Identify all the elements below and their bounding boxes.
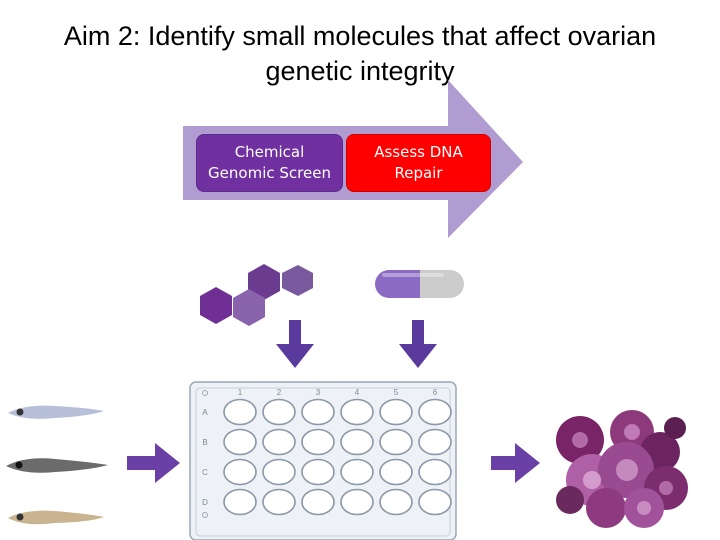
zebrafish-icon-tan	[8, 510, 104, 525]
plate-column-label: 1	[238, 388, 243, 397]
plate-well	[223, 428, 257, 456]
plate-row-label: B	[202, 438, 207, 447]
plate-well	[340, 428, 374, 456]
plate-well	[418, 458, 452, 486]
step2-line1: Assess DNA	[374, 143, 463, 161]
plate-column-label: 5	[394, 388, 399, 397]
right-arrow-icon-left	[127, 443, 180, 483]
plate-well	[262, 488, 296, 516]
plate-well	[223, 458, 257, 486]
down-arrow-icon-left	[276, 320, 314, 368]
zebrafish-icon-gray	[6, 458, 108, 473]
step1-line2: Genomic Screen	[208, 164, 331, 182]
plate-well	[379, 488, 413, 516]
plate-well	[262, 428, 296, 456]
assess-dna-repair-step: Assess DNA Repair	[346, 134, 491, 192]
plate-well	[223, 488, 257, 516]
plate-well	[340, 458, 374, 486]
step2-line2: Repair	[394, 164, 443, 182]
plate-well	[340, 488, 374, 516]
plate-column-label: 2	[277, 388, 282, 397]
plate-well	[301, 428, 335, 456]
plate-column-label: 6	[433, 388, 438, 397]
plate-well	[262, 398, 296, 426]
plate-well	[379, 398, 413, 426]
molecule-hexagons-icon	[200, 264, 313, 326]
zebrafish-icon-light	[8, 405, 104, 419]
plate-well	[418, 398, 452, 426]
plate-well	[301, 458, 335, 486]
chemical-genomic-screen-step: Chemical Genomic Screen	[196, 134, 343, 192]
plate-column-label: 3	[316, 388, 321, 397]
plate-well	[418, 428, 452, 456]
plate-row-label: A	[202, 408, 208, 417]
plate-well	[379, 428, 413, 456]
right-arrow-icon-right	[491, 443, 540, 483]
plate-well	[340, 398, 374, 426]
well-plate-icon: 1 2 3 4 5 6 A B C D	[189, 381, 457, 540]
plate-well	[301, 488, 335, 516]
pill-capsule-icon	[375, 270, 464, 298]
tumor-cells-icon	[556, 410, 688, 528]
plate-well	[262, 458, 296, 486]
down-arrow-icon-right	[399, 320, 437, 368]
plate-well	[418, 488, 452, 516]
plate-well	[223, 398, 257, 426]
step1-line1: Chemical	[234, 143, 305, 161]
page-title-line1: Aim 2: Identify small molecules that aff…	[63, 21, 657, 51]
page-title-line2: genetic integrity	[265, 56, 455, 86]
plate-row-label: D	[202, 498, 208, 507]
plate-column-label: 4	[355, 388, 360, 397]
plate-well	[379, 458, 413, 486]
plate-row-label: C	[202, 468, 208, 477]
plate-well	[301, 398, 335, 426]
